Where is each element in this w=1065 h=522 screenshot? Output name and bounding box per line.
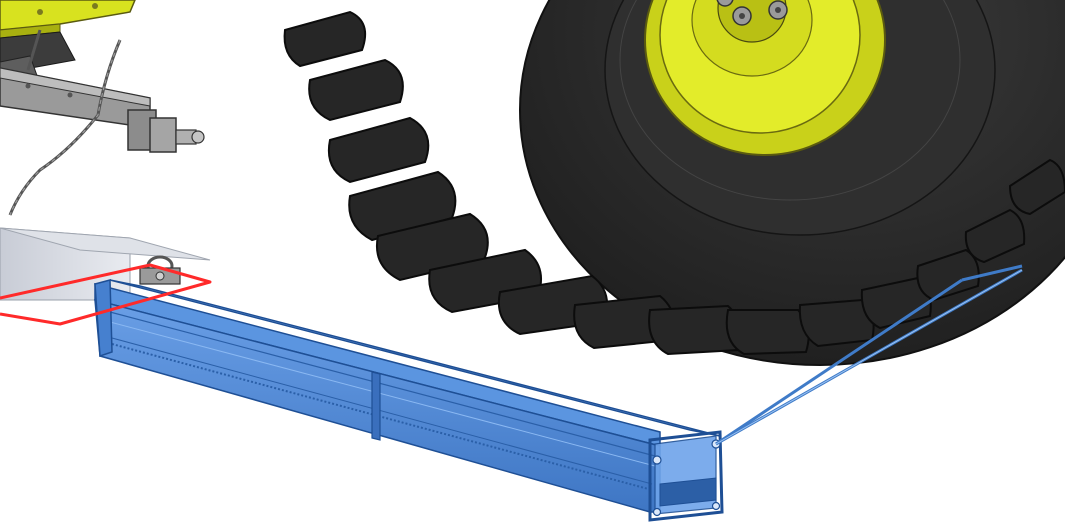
bolt-icon (652, 507, 662, 517)
bolt-icon (25, 83, 31, 89)
red-selection-outline (0, 263, 212, 326)
bolt-icon (67, 92, 73, 98)
drawbar-arm (0, 67, 205, 153)
support-rods (715, 264, 1023, 446)
bolt-icon (37, 9, 43, 15)
tread-lugs (283, 10, 1065, 356)
bolt-icon (92, 3, 98, 9)
bolt-icon (711, 501, 721, 511)
loading-ramp (94, 279, 724, 522)
yellow-chassis-plate (0, 0, 136, 39)
bolt-icon (652, 455, 662, 465)
wheel-rim (644, 0, 886, 156)
lug-nut-icon (716, 0, 734, 7)
safety-chain (8, 29, 122, 216)
